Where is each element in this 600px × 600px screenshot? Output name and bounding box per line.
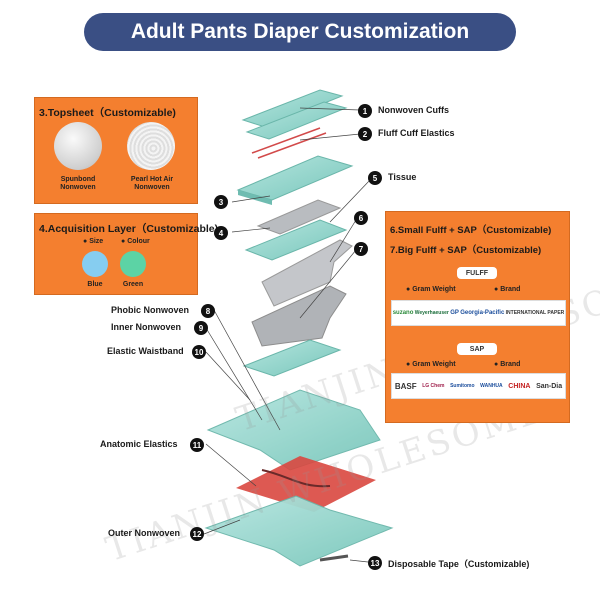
label-disposable-tape: Disposable Tape（Customizable) bbox=[388, 559, 530, 569]
fulff-gram-weight: ● Gram Weight bbox=[406, 286, 456, 293]
brand-logo: LG Chem bbox=[422, 383, 445, 389]
spunbond-label: Spunbond Nonwoven bbox=[60, 176, 96, 191]
marker-13: 13 bbox=[368, 556, 382, 570]
marker-8: 8 bbox=[201, 304, 215, 318]
layer-small-fluff bbox=[261, 239, 353, 307]
brand-logo: CHINA bbox=[508, 382, 531, 390]
layer-big-fluff bbox=[251, 285, 347, 347]
blue-label: Blue bbox=[87, 281, 103, 288]
layer-nonwoven-cuffs bbox=[241, 89, 348, 140]
brand-logo: Weyerhaeuser bbox=[414, 310, 449, 316]
topsheet-panel: 3.Topsheet（Customizable) Spunbond Nonwov… bbox=[34, 97, 198, 204]
brand-logo: Sumitomo bbox=[450, 383, 475, 389]
fluff-sap-panel: 6.Small Fulff + SAP（Customizable) 7.Big … bbox=[385, 211, 570, 423]
layer-outer-nonwoven bbox=[204, 495, 394, 567]
brand-logo: BASF bbox=[394, 381, 417, 391]
sap-pill: SAP bbox=[457, 343, 497, 355]
brand-logo: WANHUA bbox=[480, 383, 503, 389]
layer-tissue bbox=[244, 219, 348, 261]
brand-logo: San-Dia bbox=[536, 382, 563, 390]
blue-swatch bbox=[82, 251, 108, 277]
label-nonwoven-cuffs: Nonwoven Cuffs bbox=[378, 105, 449, 115]
pearl-sample-image bbox=[127, 122, 175, 170]
marker-7: 7 bbox=[354, 242, 368, 256]
marker-3: 3 bbox=[214, 195, 228, 209]
label-inner-nonwoven: Inner Nonwoven bbox=[111, 322, 182, 332]
small-fluff-heading: 6.Small Fulff + SAP（Customizable) bbox=[390, 225, 552, 236]
fulff-brand: ● Brand bbox=[494, 286, 521, 293]
green-label: Green bbox=[122, 281, 144, 288]
marker-12: 12 bbox=[190, 527, 204, 541]
label-anatomic-elastics: Anatomic Elastics bbox=[100, 439, 178, 449]
fulff-pill: FULFF bbox=[457, 267, 497, 279]
label-elastic-waistband: Elastic Waistband bbox=[107, 346, 184, 356]
layer-cuff-elastics bbox=[251, 127, 327, 159]
acquisition-heading: 4.Acquisition Layer（Customizable) bbox=[39, 223, 219, 235]
label-tissue: Tissue bbox=[388, 172, 417, 182]
brand-logo: INTERNATIONAL PAPER bbox=[505, 310, 565, 316]
brand-logo: suzano bbox=[392, 310, 414, 316]
topsheet-heading: 3.Topsheet（Customizable) bbox=[39, 107, 176, 119]
sap-gram-weight: ● Gram Weight bbox=[406, 361, 456, 368]
marker-2: 2 bbox=[358, 127, 372, 141]
acquisition-panel: 4.Acquisition Layer（Customizable) ● Size… bbox=[34, 213, 218, 295]
green-swatch bbox=[120, 251, 146, 277]
big-fluff-heading: 7.Big Fulff + SAP（Customizable) bbox=[390, 245, 542, 256]
label-phobic-nonwoven: Phobic Nonwoven bbox=[111, 305, 190, 315]
colour-label: ● Colour bbox=[121, 238, 150, 245]
layer-chassis-top bbox=[206, 389, 381, 471]
pearl-label: Pearl Hot Air Nonwoven bbox=[130, 176, 174, 191]
layer-topsheet bbox=[236, 155, 354, 201]
size-label: ● Size bbox=[83, 238, 104, 245]
marker-1: 1 bbox=[358, 104, 372, 118]
fulff-brand-logos: suzano Weyerhaeuser GP Georgia-Pacific I… bbox=[391, 300, 566, 326]
marker-4: 4 bbox=[214, 226, 228, 240]
layer-inner-nonwoven bbox=[242, 339, 342, 377]
marker-5: 5 bbox=[368, 171, 382, 185]
page-title: Adult Pants Diaper Customization bbox=[84, 13, 516, 51]
marker-11: 11 bbox=[190, 438, 204, 452]
brand-logo: GP bbox=[450, 310, 459, 316]
brand-logo: Georgia-Pacific bbox=[460, 310, 505, 316]
layer-acquisition bbox=[256, 199, 342, 235]
sap-brand: ● Brand bbox=[494, 361, 521, 368]
label-outer-nonwoven: Outer Nonwoven bbox=[108, 528, 181, 538]
marker-10: 10 bbox=[192, 345, 206, 359]
layer-disposable-tape bbox=[319, 554, 349, 562]
sap-brand-logos: BASF LG Chem Sumitomo WANHUA CHINA San-D… bbox=[391, 373, 566, 399]
marker-6: 6 bbox=[354, 211, 368, 225]
label-fluff-cuff-elastics: Fluff Cuff Elastics bbox=[378, 128, 455, 138]
spunbond-sample-image bbox=[54, 122, 102, 170]
marker-9: 9 bbox=[194, 321, 208, 335]
